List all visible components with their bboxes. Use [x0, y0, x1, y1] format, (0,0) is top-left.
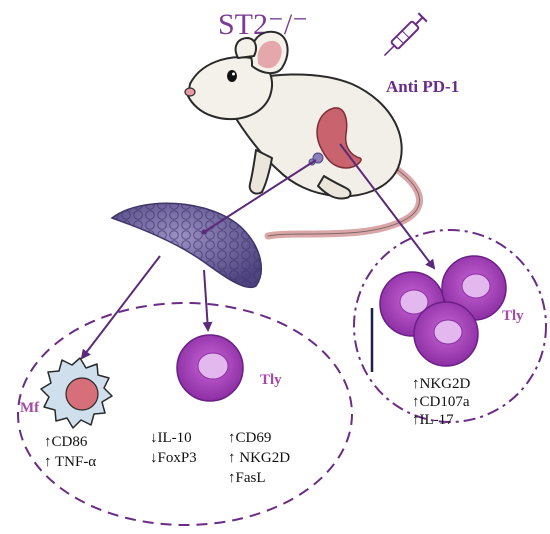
arrow-tumor-to-macrophage	[80, 255, 161, 360]
macrophage-label: Mf	[20, 400, 40, 416]
connector-mouse-to-tumor	[203, 159, 317, 233]
spleen-marker-nkg2d: ↑NKG2D	[412, 376, 470, 392]
tumor-panel-border	[17, 302, 353, 526]
mf-marker-tnf: ↑ TNF-α	[44, 454, 96, 470]
mf-marker-cd86: ↑CD86	[44, 434, 88, 450]
tly-cell-cluster	[379, 255, 507, 367]
arrow-tumor-to-tly	[202, 269, 213, 332]
spleen-tly-label: Tly	[502, 308, 524, 324]
spleen-panel-border	[353, 229, 547, 423]
tumor-tly-cell	[176, 334, 244, 402]
spleen-organ	[316, 107, 362, 169]
tly-marker-il10: ↓IL-10	[150, 430, 192, 446]
arrow-spleen-to-tly	[339, 143, 436, 270]
tumor-tly-label: Tly	[260, 372, 282, 388]
syringe-icon	[383, 12, 428, 57]
mouse-illustration	[184, 30, 423, 240]
tly-marker-cd69: ↑CD69	[228, 430, 271, 446]
macrophage-cell	[40, 357, 113, 429]
tly-marker-fasl: ↑FasL	[228, 470, 266, 486]
treatment-label: Anti PD-1	[386, 77, 459, 96]
spleen-marker-il17: ↑IL-17	[412, 412, 454, 428]
tly-marker-nkg2d: ↑ NKG2D	[228, 450, 290, 466]
spleen-marker-cd107a: ↑CD107a	[412, 394, 470, 410]
tumor-mass	[110, 202, 263, 289]
tly-marker-foxp3: ↓FoxP3	[150, 450, 197, 466]
